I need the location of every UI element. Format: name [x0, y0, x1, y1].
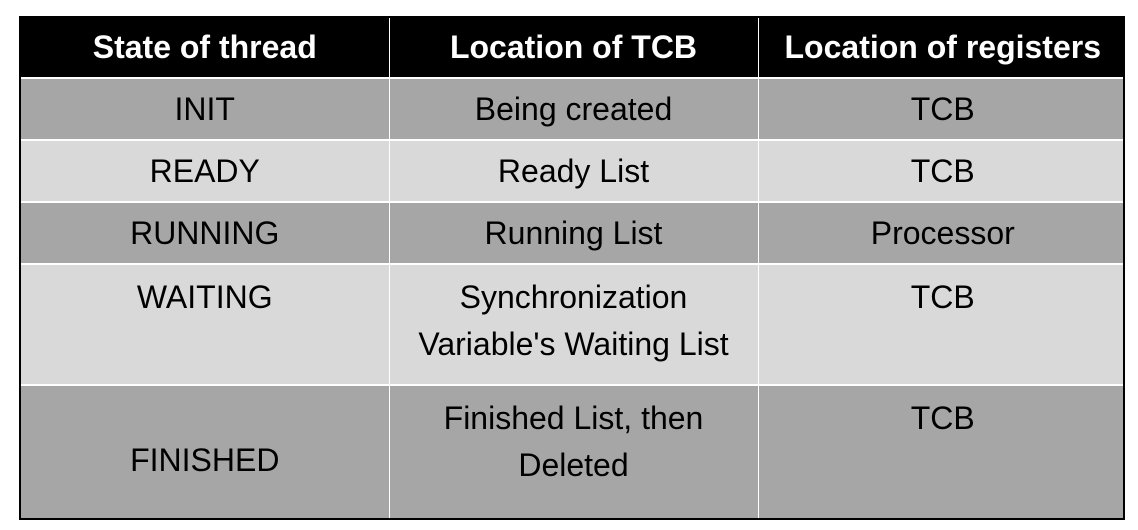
table-row: INIT Being created TCB: [21, 78, 1123, 141]
cell-state: RUNNING: [21, 202, 390, 265]
table-row: FINISHED Finished List, then Deleted TCB: [21, 385, 1123, 518]
cell-tcb-location: Running List: [389, 202, 759, 265]
cell-registers-location: TCB: [758, 385, 1123, 518]
cell-registers-location: TCB: [758, 78, 1123, 141]
table-header-row: State of thread Location of TCB Location…: [21, 18, 1123, 79]
thread-state-table-container: State of thread Location of TCB Location…: [19, 16, 1125, 520]
cell-registers-location: TCB: [758, 264, 1123, 386]
cell-registers-location: Processor: [758, 202, 1123, 265]
table-row: RUNNING Running List Processor: [21, 202, 1123, 265]
table-row: WAITING Synchronization Variable's Waiti…: [21, 264, 1123, 386]
header-state-of-thread: State of thread: [21, 18, 390, 79]
cell-registers-location: TCB: [758, 140, 1123, 203]
thread-state-table: State of thread Location of TCB Location…: [21, 18, 1123, 518]
header-location-of-registers: Location of registers: [758, 18, 1123, 79]
table-row: READY Ready List TCB: [21, 140, 1123, 203]
cell-tcb-location: Ready List: [389, 140, 759, 203]
cell-tcb-location: Synchronization Variable's Waiting List: [389, 264, 759, 386]
cell-tcb-location: Finished List, then Deleted: [389, 385, 759, 518]
cell-state: INIT: [21, 78, 390, 141]
cell-tcb-location: Being created: [389, 78, 759, 141]
cell-state: WAITING: [21, 264, 390, 386]
header-location-of-tcb: Location of TCB: [389, 18, 759, 79]
cell-state: READY: [21, 140, 390, 203]
cell-state: FINISHED: [21, 385, 390, 518]
